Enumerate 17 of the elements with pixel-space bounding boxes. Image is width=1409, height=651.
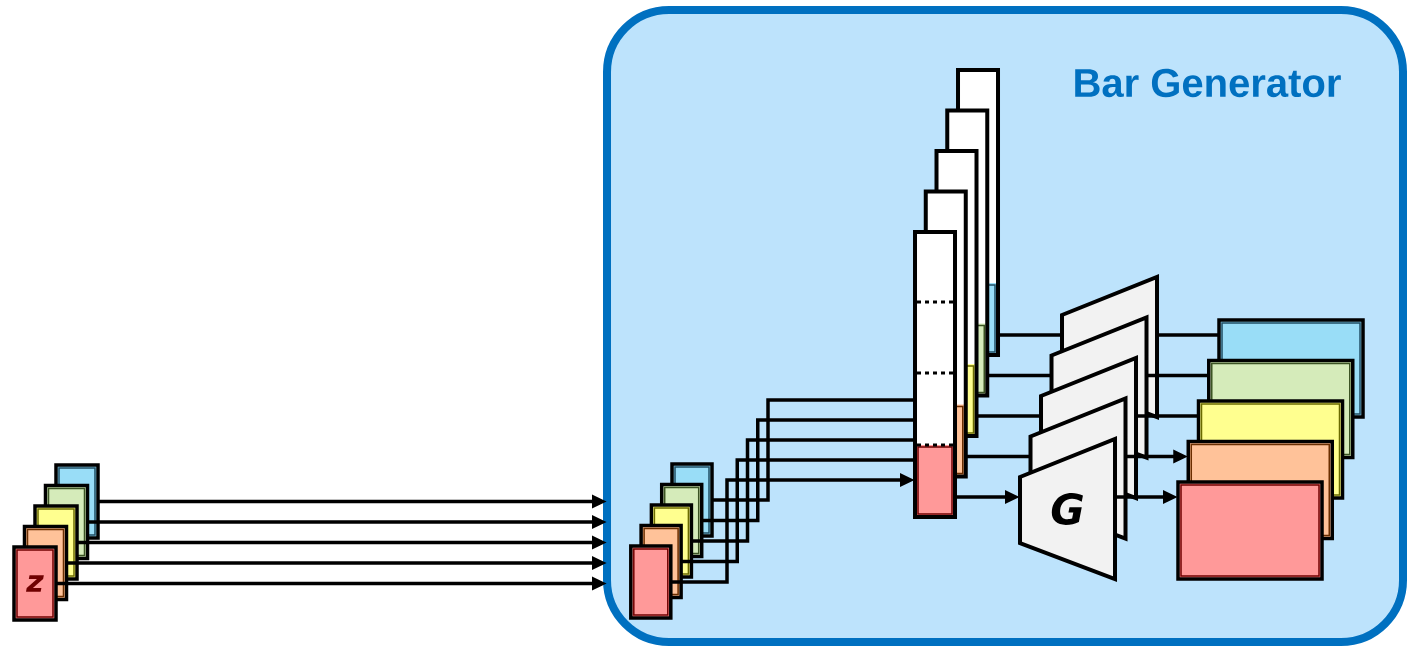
connector-line [965,454,1031,459]
connector-line [691,438,915,543]
connector-line [681,458,915,564]
input-card [629,544,673,620]
connector-line [976,414,1041,418]
connector-line [1146,373,1209,378]
connector-line [712,398,915,502]
input-card: z [12,545,58,622]
vector-column [913,230,957,519]
box-title: Bar Generator [1075,68,1341,98]
output-card [1176,480,1324,581]
connector-line [987,373,1052,378]
connector-line [701,418,915,523]
connector-line [1136,414,1199,418]
connector-line [998,333,1062,337]
connector-line [1157,333,1219,337]
generator-trapezoid: G [1018,436,1117,582]
